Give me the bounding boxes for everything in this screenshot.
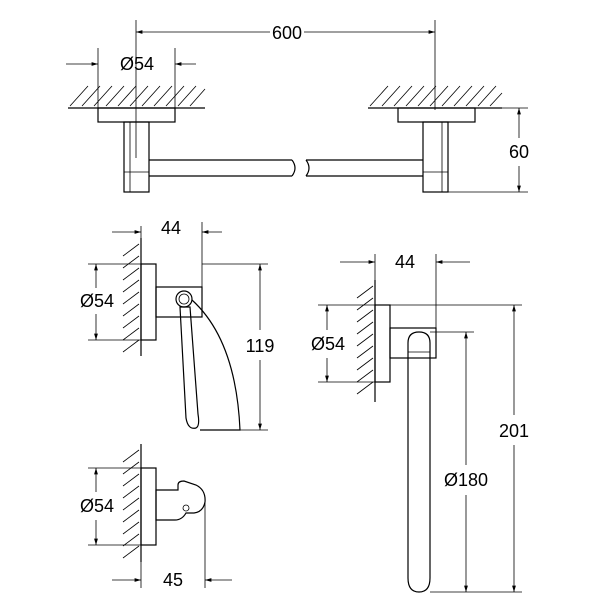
paper-holder-depth-label: 44 xyxy=(161,218,181,238)
wall-hatch-left xyxy=(68,85,206,109)
towel-ring-dia-label: Ø180 xyxy=(444,470,488,490)
paper-holder-flange-dia-label: Ø54 xyxy=(80,291,114,311)
towel-ring-body xyxy=(389,327,437,359)
paper-holder-arm xyxy=(179,306,200,429)
hook-wall-hatch xyxy=(122,444,142,562)
dim-600: 600 xyxy=(135,20,436,158)
dim-flange-dia-hook: Ø54 xyxy=(80,467,141,546)
hook-depth-label: 45 xyxy=(163,570,183,590)
paper-holder-flange xyxy=(140,263,157,341)
towel-ring-depth-label: 44 xyxy=(395,252,415,272)
dim-44-ring: 44 xyxy=(340,252,470,328)
towel-ring-height-label: 201 xyxy=(499,421,529,441)
towel-ring-loop xyxy=(407,331,431,593)
hook-body xyxy=(155,480,206,521)
towel-bar-projection-label: 60 xyxy=(509,142,529,162)
hook-flange-dia-label: Ø54 xyxy=(80,496,114,516)
dim-flange-dia-ring: Ø54 xyxy=(311,304,375,383)
dim-flange-dia-holder: Ø54 xyxy=(80,263,141,341)
towel-ring-flange-dia-label: Ø54 xyxy=(311,334,345,354)
paper-holder-body xyxy=(155,286,203,318)
hook-flange xyxy=(140,467,157,546)
towel-ring-flange xyxy=(374,304,391,383)
dim-201: 201 xyxy=(390,304,529,593)
dim-180: Ø180 xyxy=(430,331,488,592)
paper-holder-height-label: 119 xyxy=(246,336,275,356)
towel-bar-left-bracket xyxy=(97,107,176,193)
towel-bar-rod xyxy=(149,159,423,177)
towel-ring-wall-hatch xyxy=(356,280,376,402)
towel-bar-view: 600 Ø54 60 xyxy=(66,20,529,193)
towel-ring-view: 44 Ø54 201 Ø180 xyxy=(311,252,529,593)
hook-view: Ø54 45 xyxy=(80,444,232,590)
towel-bar-right-bracket xyxy=(397,107,476,193)
dim-45: 45 xyxy=(112,502,232,590)
paper-holder-view: 44 Ø54 119 xyxy=(80,218,275,431)
towel-bar-length-label: 600 xyxy=(272,23,302,43)
dim-44-holder: 44 xyxy=(112,218,222,287)
paper-holder-wall-hatch xyxy=(122,238,142,356)
towel-bar-flange-dia-label: Ø54 xyxy=(120,54,154,74)
dim-60: 60 xyxy=(448,107,529,193)
paper-holder-flap xyxy=(191,299,241,431)
dim-119: 119 xyxy=(202,263,275,431)
dim-flange-dia-top: Ø54 xyxy=(66,48,196,108)
